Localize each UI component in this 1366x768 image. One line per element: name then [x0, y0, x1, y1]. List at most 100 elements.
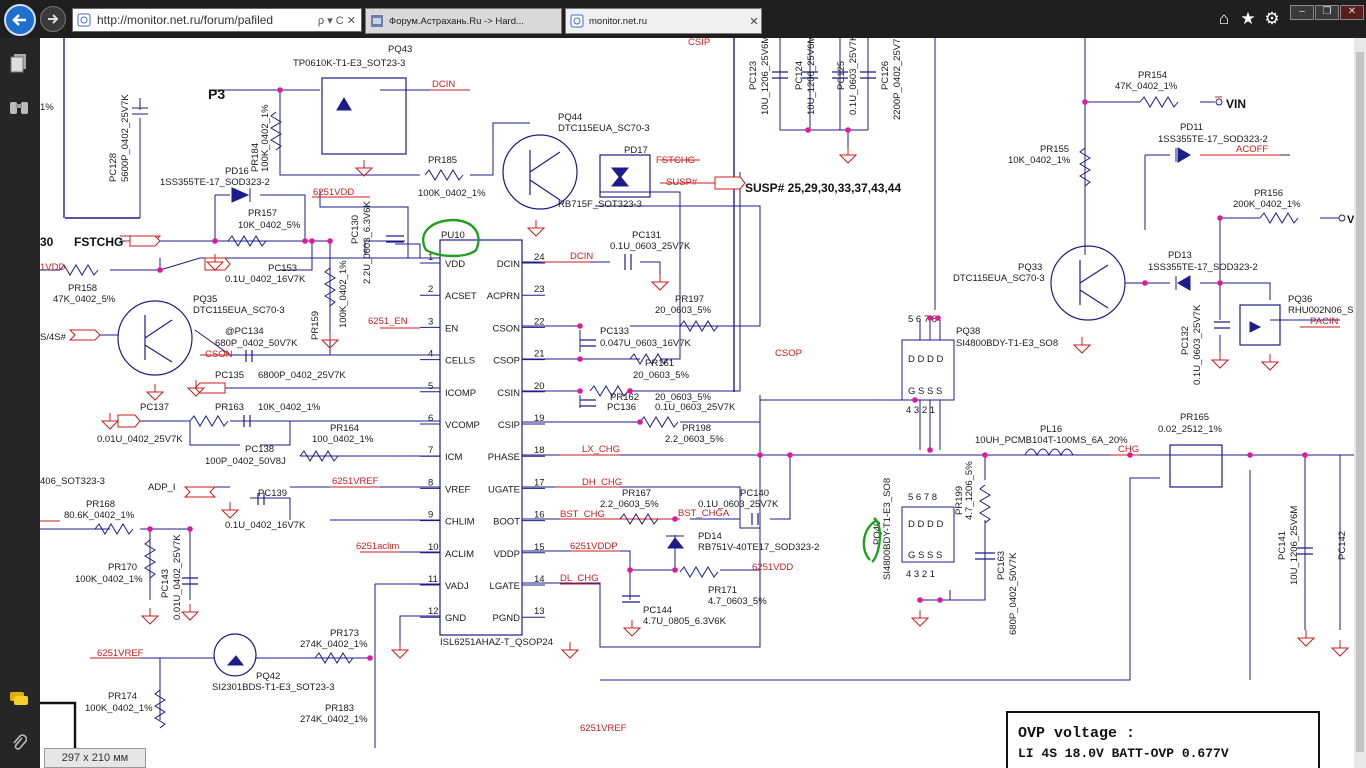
pq40-mosfet: D D D D G S S S 5 6 7 8 4 3 2 1 [901, 492, 955, 580]
junction-node [309, 238, 315, 244]
part-label-pr162-ref: PR162 [610, 392, 639, 403]
address-controls[interactable]: ρ ▾ C ✕ [317, 14, 356, 27]
ground-icon [526, 220, 546, 237]
pu10-left-pins: 1VDD2ACSET3EN4CELLS5ICOMP6VCOMP7ICM8VREF… [420, 252, 480, 624]
pages-icon[interactable] [8, 52, 30, 74]
page-icon [77, 13, 91, 27]
part-label-pq36-val: RHU002N06_S [1288, 305, 1353, 316]
part-label-pr173-ref: PR173 [330, 628, 359, 639]
pin-name: LGATE [490, 581, 520, 592]
net-dl-chg: DL_CHG [560, 573, 599, 584]
part-label-pq44-ref: PQ44 [558, 112, 582, 123]
comments-icon[interactable] [8, 688, 30, 710]
pin-num: 10 [428, 542, 439, 553]
junction-node [212, 238, 218, 244]
net-30-left: 30 [40, 235, 54, 249]
part-label-pd11-ref: PD11 [1180, 122, 1203, 133]
net-acoff: ACOFF [1236, 144, 1268, 155]
pin-num: 11 [428, 574, 438, 585]
part-label-pc124-val: 10U_1206_25V6M [806, 38, 817, 115]
part-label-pr154-val: 47K_0402_1% [1115, 81, 1178, 92]
part-label-pd14-ref: PD14 [698, 531, 722, 542]
part-label-pq35-ref: PQ35 [193, 294, 217, 305]
highlight-pu10 [422, 218, 480, 258]
part-label-pc132-val: 0.1U_0603_25V7K [1192, 304, 1203, 385]
gear-icon[interactable]: ⚙ [1264, 9, 1280, 28]
part-label-pr185-val: 100K_0402_1% [418, 188, 486, 199]
ground-icon [1330, 640, 1350, 657]
svg-text:G S S S: G S S S [908, 550, 942, 561]
junction-node [1142, 280, 1148, 286]
pin-num: 24 [534, 252, 545, 263]
forward-button[interactable] [40, 6, 66, 32]
net-chg: CHG [1118, 444, 1139, 455]
part-label-pr156-ref: PR156 [1254, 188, 1283, 199]
net-dcin: DCIN [432, 79, 455, 90]
part-label-pq40-ref: PQ40 [872, 521, 883, 545]
ground-icon [910, 610, 930, 627]
part-label-pc138-val: 100P_0402_50V8J [205, 456, 286, 467]
address-bar[interactable]: http://monitor.net.ru/forum/pafiled ρ ▾ … [72, 8, 362, 32]
part-label-pc139-ref: PC139 [258, 488, 287, 499]
page-icon [570, 14, 584, 28]
junction-node [1217, 280, 1223, 286]
pin-name: CELLS [445, 356, 475, 367]
pin-name: ICM [445, 452, 463, 463]
home-icon[interactable]: ⌂ [1218, 9, 1230, 28]
minimize-icon[interactable]: – [1290, 5, 1314, 20]
pin-name: ICOMP [445, 388, 476, 399]
restore-icon[interactable]: ❐ [1315, 5, 1339, 20]
pu10-ref: PU10 [441, 230, 465, 241]
pin-name: VADJ [445, 581, 469, 592]
part-label-pr171-ref: PR171 [708, 585, 737, 596]
tab-forum[interactable]: Форум.Астрахань.Ru -> Hard... [365, 8, 562, 34]
scrollbar-thumb[interactable] [1356, 52, 1364, 752]
ground-icon [220, 502, 240, 519]
part-label-pr158-val: 47K_0402_5% [53, 294, 116, 305]
part-label-pq42-ref: PQ42 [256, 671, 280, 682]
part-label-pr171-val: 4.7_0603_5% [708, 596, 767, 607]
highlight-pq40 [862, 517, 882, 563]
part-label-pc163-val: 680P_0402_50V7K [1008, 552, 1019, 635]
part-label-pc141-val: 10U_1206_25V6M [1289, 506, 1300, 585]
part-label-pr163-val: 10K_0402_1% [258, 402, 321, 413]
pin-name: CSON [493, 323, 521, 334]
attachment-icon[interactable] [8, 732, 30, 754]
ground-icon [622, 620, 642, 637]
part-label-pc134-ref: @PC134 [225, 326, 264, 337]
junction-node [937, 597, 943, 603]
part-label-pc153-val: 0.1U_0402_16V7K [225, 274, 306, 285]
part-label-pc128-val: 5600P_0402_25V7K [120, 94, 131, 182]
part-label-pc130-ref: PC130 [350, 215, 361, 244]
net-6251aclim: 6251aclim [356, 541, 399, 552]
tab-monitor[interactable]: monitor.net.ru ✕ [565, 8, 762, 34]
svg-text:D D D D: D D D D [908, 519, 944, 530]
junction-node [627, 388, 633, 394]
pq35-transistor [117, 300, 193, 376]
part-label-pd16-ref: PD16 [225, 166, 249, 177]
junction-node [577, 356, 583, 362]
vertical-scrollbar[interactable] [1354, 38, 1366, 768]
close-icon[interactable]: ✕ [1340, 5, 1364, 20]
pin-num: 4 [428, 349, 433, 360]
part-label-pr157-ref: PR157 [248, 208, 277, 219]
part-label-pc144-val: 4.7U_0805_6.3V6K [643, 616, 727, 627]
junction-node [627, 567, 633, 573]
binoculars-icon[interactable] [8, 96, 30, 118]
back-button[interactable] [4, 4, 36, 36]
ground-icon [1072, 337, 1092, 354]
star-icon[interactable]: ★ [1240, 9, 1256, 28]
net-6251vddp: 6251VDDP [570, 541, 618, 552]
junction-node [935, 315, 941, 321]
address-url[interactable]: http://monitor.net.ru/forum/pafiled [97, 13, 274, 27]
junction-node [917, 597, 923, 603]
part-label-pd17-ref: PD17 [624, 145, 648, 156]
pdf-sidebar [0, 38, 40, 768]
part-label-pr164-val: 100_0402_1% [312, 434, 374, 445]
pin-name: VCOMP [445, 420, 480, 431]
browser-toolbar: http://monitor.net.ru/forum/pafiled ρ ▾ … [0, 0, 1366, 38]
part-label-pc132-ref: PC132 [1180, 326, 1191, 355]
close-tab-icon[interactable]: ✕ [749, 15, 759, 28]
ground-icon [100, 413, 120, 430]
